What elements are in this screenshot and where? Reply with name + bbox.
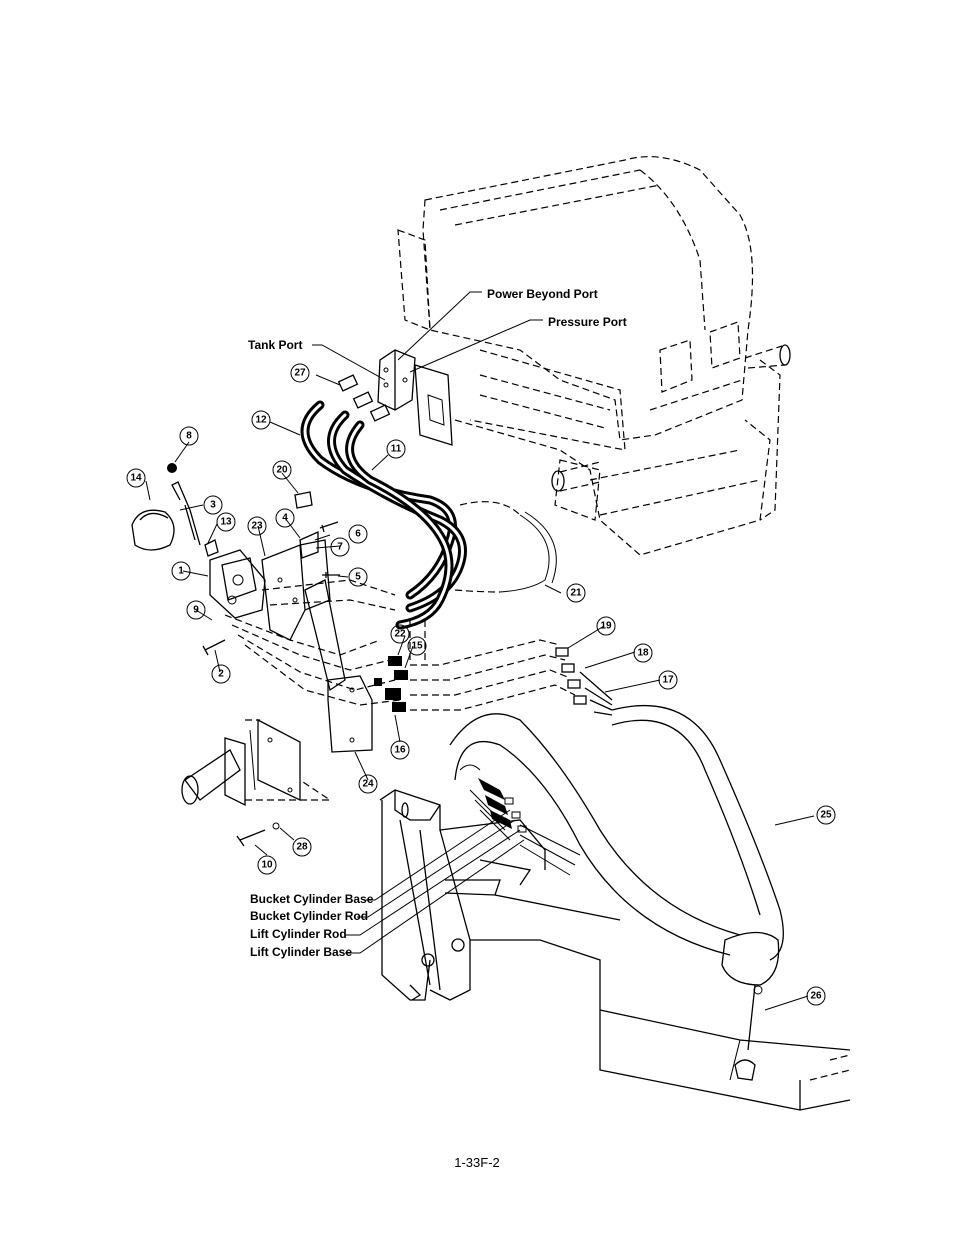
callout-6: 6 bbox=[348, 524, 368, 544]
label-lift-cylinder-base: Lift Cylinder Base bbox=[250, 945, 352, 959]
svg-text:26: 26 bbox=[810, 991, 822, 1002]
valve-boot-14 bbox=[131, 509, 175, 551]
callout-16: 16 bbox=[390, 740, 410, 760]
callout-14: 14 bbox=[126, 468, 146, 488]
svg-text:2: 2 bbox=[218, 669, 224, 680]
svg-text:12: 12 bbox=[255, 415, 267, 426]
tractor-hood bbox=[397, 156, 781, 556]
loader-frame bbox=[379, 789, 851, 1111]
svg-text:22: 22 bbox=[394, 629, 406, 640]
svg-text:11: 11 bbox=[391, 444, 402, 455]
callout-3: 3 bbox=[203, 495, 223, 515]
callout-28: 28 bbox=[292, 837, 312, 857]
callout-25: 25 bbox=[816, 805, 836, 825]
hoses-11 bbox=[300, 400, 467, 630]
boom-mount bbox=[181, 718, 332, 807]
callout-11: 11 bbox=[386, 439, 406, 459]
power-beyond-block bbox=[377, 349, 453, 446]
callout-23: 23 bbox=[247, 516, 267, 536]
callout-2: 2 bbox=[211, 664, 231, 684]
label-bucket-cylinder-rod: Bucket Cylinder Rod bbox=[250, 909, 368, 923]
callout-21: 21 bbox=[566, 583, 586, 603]
svg-text:21: 21 bbox=[570, 588, 582, 599]
page-number: 1-33F-2 bbox=[454, 1155, 500, 1170]
svg-text:27: 27 bbox=[294, 368, 306, 379]
svg-text:19: 19 bbox=[600, 621, 612, 632]
cap-8 bbox=[167, 463, 177, 473]
svg-text:4: 4 bbox=[282, 513, 288, 524]
svg-text:18: 18 bbox=[637, 648, 649, 659]
svg-text:17: 17 bbox=[662, 675, 674, 686]
callout-1: 1 bbox=[171, 561, 191, 581]
strap-26 bbox=[721, 931, 780, 1051]
svg-text:6: 6 bbox=[355, 529, 361, 540]
routing-lines bbox=[224, 579, 576, 711]
axle-stub-left bbox=[551, 461, 601, 492]
callout-13: 13 bbox=[216, 512, 236, 532]
callout-27: 27 bbox=[290, 363, 310, 383]
bracket-20-4 bbox=[294, 491, 319, 559]
label-tank-port: Tank Port bbox=[248, 338, 302, 352]
hose-bundle-25 bbox=[449, 704, 784, 961]
svg-text:16: 16 bbox=[394, 745, 406, 756]
bolt-10 bbox=[236, 829, 266, 847]
label-pressure-port: Pressure Port bbox=[548, 315, 627, 329]
svg-text:3: 3 bbox=[210, 500, 216, 511]
svg-text:1: 1 bbox=[178, 566, 184, 577]
callout-22: 22 bbox=[390, 624, 410, 644]
label-power-beyond-port: Power Beyond Port bbox=[487, 287, 598, 301]
svg-text:7: 7 bbox=[337, 542, 343, 553]
hose-fittings-27 bbox=[337, 374, 391, 422]
callout-circles: 27 12 11 8 14 20 3 4 13 6 23 7 1 5 9 2 2… bbox=[126, 363, 836, 1006]
fittings-15-16-22 bbox=[374, 656, 408, 712]
bolt-2 bbox=[202, 639, 226, 656]
callout-20: 20 bbox=[272, 460, 292, 480]
callout-8: 8 bbox=[179, 426, 199, 446]
callout-7: 7 bbox=[330, 537, 350, 557]
control-valve bbox=[204, 539, 266, 619]
svg-text:5: 5 bbox=[355, 572, 361, 583]
hose-ends bbox=[478, 778, 527, 833]
callout-26: 26 bbox=[806, 986, 826, 1006]
svg-text:15: 15 bbox=[411, 641, 423, 652]
svg-text:13: 13 bbox=[220, 517, 232, 528]
label-leaders bbox=[312, 291, 543, 954]
callout-15: 15 bbox=[407, 636, 427, 656]
fittings-17-18-19 bbox=[555, 647, 613, 716]
callout-12: 12 bbox=[251, 410, 271, 430]
svg-text:8: 8 bbox=[186, 431, 192, 442]
label-bucket-cylinder-base: Bucket Cylinder Base bbox=[250, 892, 374, 906]
callout-19: 19 bbox=[596, 616, 616, 636]
valve-handle bbox=[171, 481, 201, 546]
washer-28 bbox=[272, 822, 280, 830]
svg-text:20: 20 bbox=[276, 465, 288, 476]
svg-text:23: 23 bbox=[251, 521, 263, 532]
svg-text:28: 28 bbox=[296, 842, 308, 853]
svg-text:9: 9 bbox=[193, 605, 199, 616]
screws-5-6 bbox=[319, 521, 340, 578]
callout-5: 5 bbox=[348, 567, 368, 587]
mounting-plate-23 bbox=[261, 539, 331, 641]
callout-10: 10 bbox=[257, 855, 277, 875]
svg-text:10: 10 bbox=[261, 860, 273, 871]
callout-24: 24 bbox=[358, 774, 378, 794]
callout-9: 9 bbox=[186, 600, 206, 620]
svg-text:24: 24 bbox=[362, 779, 374, 790]
svg-text:25: 25 bbox=[820, 810, 832, 821]
axle-stub-right bbox=[744, 344, 791, 369]
label-lift-cylinder-rod: Lift Cylinder Rod bbox=[250, 927, 347, 941]
svg-text:14: 14 bbox=[130, 473, 142, 484]
callout-17: 17 bbox=[658, 670, 678, 690]
callout-4: 4 bbox=[275, 508, 295, 528]
clamp-21 bbox=[454, 501, 557, 593]
callout-18: 18 bbox=[633, 643, 653, 663]
callout-leaders bbox=[145, 374, 815, 1011]
